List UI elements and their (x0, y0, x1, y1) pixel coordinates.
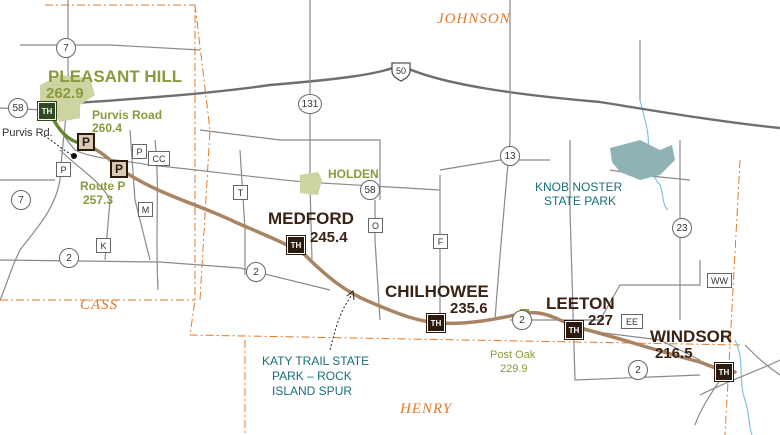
route-7-shield-south: 7 (11, 190, 31, 210)
purvis-road-parking-icon: P (77, 133, 95, 151)
route-2-shield-b: 2 (246, 262, 266, 282)
route-13-shield: 13 (500, 146, 520, 166)
county-henry: HENRY (400, 401, 453, 417)
route-p-box-a: P (56, 162, 71, 177)
route-23-shield: 23 (672, 218, 692, 238)
route-7-shield-north: 7 (56, 38, 76, 58)
purvis-road-mile: 260.4 (92, 121, 123, 135)
purvis-rd-small-label: Purvis Rd. (2, 127, 53, 139)
chilhowee-mile: 235.6 (450, 300, 488, 317)
trail-label-line3: ISLAND SPUR (272, 384, 353, 398)
purvis-road-name: Purvis Road (92, 108, 163, 122)
pleasant-hill-trailhead-icon: TH (37, 101, 57, 121)
route-f-box: F (433, 234, 448, 249)
route-o-box: O (368, 218, 383, 233)
trail-label-line2: PARK – ROCK (272, 369, 352, 383)
leeton-mile: 227 (588, 312, 614, 329)
county-johnson: JOHNSON (437, 11, 511, 27)
trail-label-line1: KATY TRAIL STATE (262, 354, 370, 368)
route-ww-box: WW (707, 273, 732, 288)
route-2-shield-c: 2 (512, 310, 532, 330)
knob-noster-label-line1: KNOB NOSTER (535, 180, 623, 194)
route-58-shield-west: 58 (8, 98, 28, 118)
windsor-name: WINDSOR (650, 327, 733, 346)
route-t-box: T (233, 185, 248, 200)
windsor-trailhead-icon: TH (714, 362, 734, 382)
route-2-shield-a: 2 (59, 248, 79, 268)
us-50-label: 50 (396, 66, 406, 76)
windsor-mile: 216.5 (655, 345, 693, 362)
county-lines (0, 4, 741, 435)
trail-pointer (329, 294, 353, 351)
medford-trailhead-icon: TH (286, 235, 306, 255)
chilhowee-trailhead-icon: TH (426, 313, 446, 333)
route-p-mile: 257.3 (83, 193, 114, 207)
us-50-shield: 50 (391, 62, 411, 82)
leeton-trailhead-icon: TH (564, 320, 584, 340)
route-m-box: M (138, 202, 153, 217)
medford-mile: 245.4 (310, 229, 348, 246)
route-58-shield-east: 58 (360, 180, 380, 200)
leeton-name: LEETON (546, 294, 615, 313)
knob-noster-label-line2: STATE PARK (544, 194, 617, 208)
pleasant-hill-name: PLEASANT HILL (48, 67, 183, 86)
route-p-parking-icon: P (110, 160, 128, 178)
county-cass: CASS (80, 297, 119, 313)
route-p-box-b: P (132, 144, 147, 159)
purvis-rd-dot (71, 153, 77, 159)
route-cc-box: CC (148, 151, 170, 166)
route-2-shield-d: 2 (628, 360, 648, 380)
knob-noster-park-area (610, 140, 675, 180)
route-131-shield: 131 (298, 94, 322, 114)
trail-pointer-arrow (346, 290, 355, 301)
post-oak-name: Post Oak (490, 349, 536, 361)
route-p-name: Route P (80, 179, 126, 193)
route-ee-box: EE (621, 314, 643, 329)
holden-name: HOLDEN (328, 167, 379, 181)
route-k-box: K (96, 238, 111, 253)
post-oak-mile: 229.9 (500, 363, 528, 375)
pleasant-hill-mile: 262.9 (46, 85, 84, 102)
medford-name: MEDFORD (268, 209, 354, 228)
chilhowee-name: CHILHOWEE (385, 282, 489, 301)
